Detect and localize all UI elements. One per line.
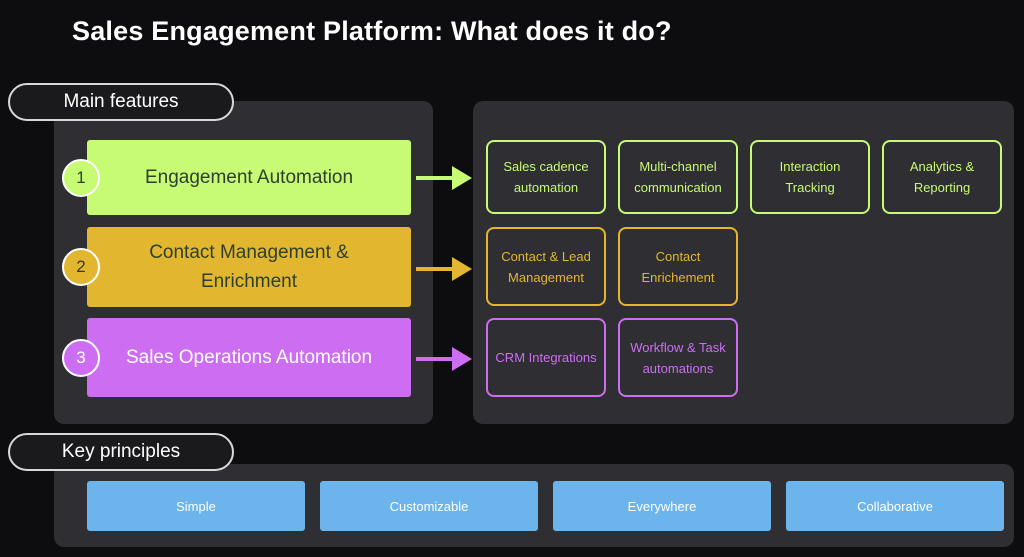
capability-label: Interaction Tracking — [779, 159, 841, 195]
principle-customizable: Customizable — [320, 481, 538, 531]
principle-everywhere: Everywhere — [553, 481, 771, 531]
principle-collaborative: Collaborative — [786, 481, 1004, 531]
capabilities-panel — [473, 101, 1014, 424]
capability-box: Sales cadence automation — [486, 140, 606, 214]
capability-box: Contact & Lead Management — [486, 227, 606, 306]
feature-label: Sales Operations Automation — [125, 347, 373, 368]
capability-box: Workflow & Task automations — [618, 318, 738, 397]
arrow-right-icon — [416, 166, 472, 190]
capability-box: Interaction Tracking — [750, 140, 870, 214]
arrow-right-icon — [416, 347, 472, 371]
capability-label: Sales cadence automation — [503, 159, 589, 195]
capability-label: Workflow & Task automations — [630, 339, 726, 376]
arrow-right-icon — [416, 257, 472, 281]
key-principles-label: Key principles — [8, 433, 234, 471]
feature-engagement-automation: Engagement Automation — [87, 140, 411, 215]
capability-label: Contact Enrichement — [641, 248, 715, 285]
principle-simple: Simple — [87, 481, 305, 531]
capability-label: Multi-channel communication — [634, 159, 722, 195]
capability-box: Analytics & Reporting — [882, 140, 1002, 214]
feature-number-badge: 1 — [62, 159, 100, 197]
feature-contact-management: Contact Management & Enrichment — [87, 227, 411, 307]
feature-number-badge: 2 — [62, 248, 100, 286]
capability-label: Contact & Lead Management — [501, 248, 591, 285]
main-features-label: Main features — [8, 83, 234, 121]
capability-box: CRM Integrations — [486, 318, 606, 397]
capability-label: Analytics & Reporting — [909, 159, 975, 195]
feature-sales-operations: Sales Operations Automation — [87, 318, 411, 397]
feature-label: Engagement Automation — [144, 167, 354, 188]
capability-box: Contact Enrichement — [618, 227, 738, 306]
feature-label: Contact Management & Enrichment — [149, 242, 349, 292]
capability-box: Multi-channel communication — [618, 140, 738, 214]
page-title: Sales Engagement Platform: What does it … — [72, 16, 672, 46]
capability-label: CRM Integrations — [495, 350, 597, 365]
feature-number-badge: 3 — [62, 339, 100, 377]
